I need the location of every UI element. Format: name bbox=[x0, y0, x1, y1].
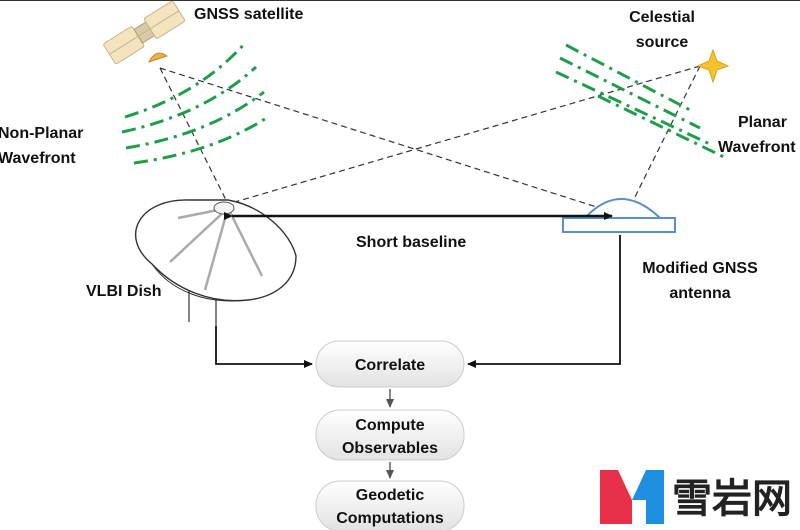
source-to-gnss-line bbox=[631, 65, 701, 204]
celestial-source-label-line1: Celestial bbox=[629, 9, 695, 26]
satellite-to-dish-line bbox=[159, 67, 229, 205]
correlate-label: Correlate bbox=[355, 357, 425, 374]
compute-observables-box bbox=[315, 409, 465, 461]
wavefront-arc-1 bbox=[124, 41, 248, 119]
vlbi-dish-label: VLBI Dish bbox=[86, 283, 162, 300]
watermark-logo-icon bbox=[600, 470, 664, 524]
compute-label-line2: Observables bbox=[342, 440, 438, 457]
geodetic-computations-box bbox=[315, 480, 465, 530]
wavefront-arc-2 bbox=[121, 65, 258, 134]
planar-line-1 bbox=[565, 43, 691, 112]
antenna-to-correlate-arrow bbox=[467, 235, 621, 368]
gnss-satellite-icon bbox=[103, 0, 186, 65]
correlate-box bbox=[315, 340, 465, 388]
dish-to-correlate-arrow bbox=[215, 326, 313, 368]
modified-gnss-label-line2: antenna bbox=[669, 285, 730, 302]
planar-label-line2: Wavefront bbox=[718, 139, 796, 156]
non-planar-wavefront bbox=[121, 41, 269, 165]
celestial-source-star-icon bbox=[696, 48, 730, 84]
non-planar-label-line1: Non-Planar bbox=[0, 125, 83, 142]
celestial-source-label-line2: source bbox=[636, 34, 689, 51]
planar-line-2 bbox=[559, 56, 701, 130]
planar-line-4 bbox=[597, 94, 727, 160]
wavefront-arc-4 bbox=[133, 115, 269, 165]
gnss-satellite-label: GNSS satellite bbox=[194, 6, 303, 23]
short-baseline-label: Short baseline bbox=[356, 234, 466, 251]
watermark: 雪岩网 bbox=[600, 470, 792, 524]
satellite-to-gnss-line bbox=[159, 67, 607, 211]
wavefront-arc-3 bbox=[125, 90, 265, 150]
planar-label-line1: Planar bbox=[738, 114, 787, 131]
vlbi-dish-icon bbox=[134, 199, 297, 326]
geodetic-label-line1: Geodetic bbox=[356, 487, 425, 504]
source-to-dish-line bbox=[227, 65, 701, 205]
planar-wavefront bbox=[555, 43, 727, 160]
watermark-text: 雪岩网 bbox=[672, 476, 792, 522]
geodetic-label-line2: Computations bbox=[336, 510, 444, 527]
modified-gnss-label-line1: Modified GNSS bbox=[642, 260, 758, 277]
compute-label-line1: Compute bbox=[355, 417, 424, 434]
non-planar-label-line2: Wavefront bbox=[0, 150, 76, 167]
